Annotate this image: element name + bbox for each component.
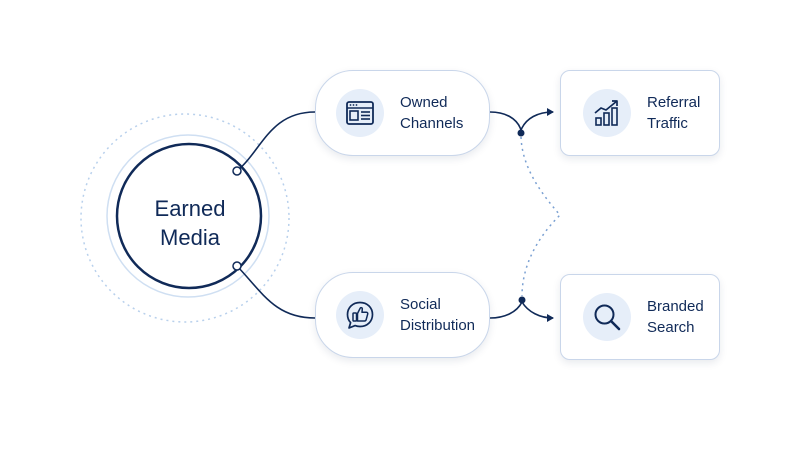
node-social-distribution-label: Social Distribution <box>400 296 476 334</box>
node-branded-search[interactable]: Branded Search <box>560 274 720 360</box>
node-social-distribution[interactable]: Social Distribution <box>315 272 490 358</box>
connector-hub-social <box>236 265 316 319</box>
connector-hub-owned <box>236 111 316 172</box>
bar-chart-growth-icon <box>594 100 618 126</box>
junction-dot-top <box>517 129 525 137</box>
hub-label-line1: Earned <box>154 196 226 221</box>
hub-label-line2: Media <box>160 225 220 250</box>
node-referral-traffic[interactable]: Referral Traffic <box>560 70 720 156</box>
browser-window-icon <box>346 101 374 125</box>
hub-port-top <box>232 166 242 176</box>
dotted-cross-link <box>520 136 562 297</box>
connector-social-branded <box>489 300 554 322</box>
node-referral-traffic-label: Referral Traffic <box>647 94 701 132</box>
node-owned-channels-label: Owned Channels <box>400 94 464 132</box>
search-magnifier-icon <box>594 304 621 331</box>
hub-circle <box>115 142 263 290</box>
node-branded-search-label: Branded Search <box>647 298 704 336</box>
hub-dotted-ring <box>80 113 290 323</box>
hub-port-bottom <box>232 261 242 271</box>
hub-label: Earned Media <box>118 178 262 268</box>
connector-owned-referral <box>489 108 554 133</box>
junction-dot-bottom <box>518 296 526 304</box>
thumbs-up-chat-icon <box>346 301 374 329</box>
node-owned-channels[interactable]: Owned Channels <box>315 70 490 156</box>
hub-halo-ring <box>106 134 270 298</box>
